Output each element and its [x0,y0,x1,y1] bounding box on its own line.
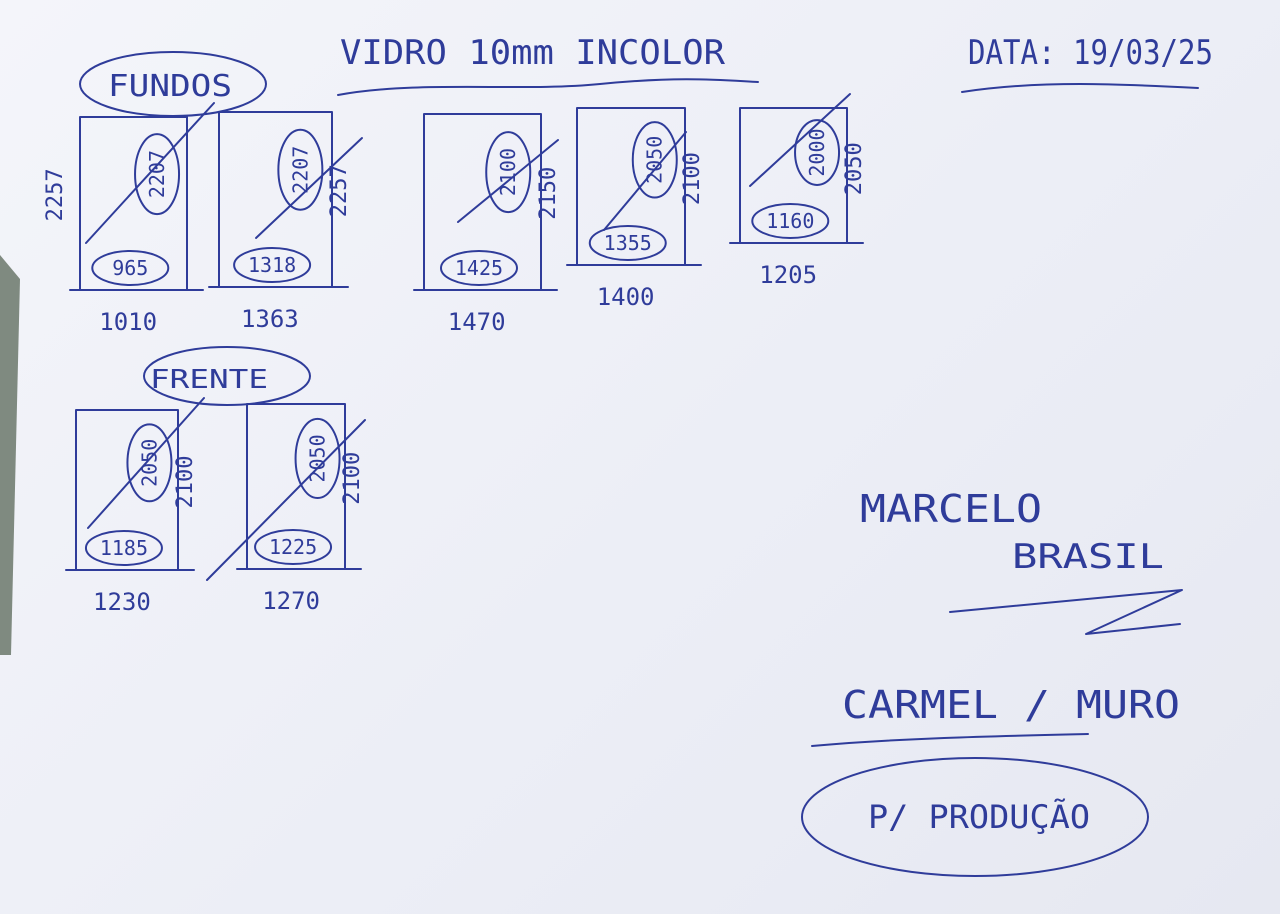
section-label-frente: FRENTE [143,346,311,406]
inner-height-oval [294,417,341,500]
glass-panel: 2207 965 2257 1010 [43,102,215,336]
outer-width-value: 1230 [93,588,151,616]
section-label-text: FRENTE [150,365,268,395]
inner-height-oval [631,121,678,199]
inner-width-value: 1160 [766,209,814,233]
inner-height-oval [485,131,532,214]
inner-height-value: 2050 [137,439,161,487]
inner-width-value: 1318 [248,253,296,277]
glass-panel: 2207 1318 2257 1363 [208,111,363,333]
inner-height-value: 2050 [306,434,330,482]
panel-strike-line [255,137,363,239]
inner-width-value: 1185 [100,536,148,560]
outer-height-value: 2257 [43,168,68,221]
glass-panel: 2050 1185 2100 1230 [65,397,205,616]
outer-width-value: 1400 [597,283,655,311]
inner-width-oval [751,203,830,239]
inner-width-oval [588,225,667,261]
signature-scribble [949,589,1183,635]
inner-width-oval [84,530,163,566]
inner-height-value: 2050 [643,136,667,184]
inner-height-value: 2207 [145,150,169,198]
signature-last-name: BRASIL [1012,537,1164,577]
production-stamp: P/ PRODUÇÃO [801,757,1149,877]
panel-strike-line [603,131,687,231]
panel-strike-line [87,397,205,529]
outer-height-value: 2150 [536,167,561,220]
inner-height-oval [277,128,324,211]
date-underline [961,83,1199,93]
outer-height-value: 2100 [680,152,705,205]
glass-panel: 2050 1355 2100 1400 [566,107,705,311]
panel-strike-line [85,102,215,244]
outer-height-value: 2100 [173,456,198,509]
glass-panel: 2050 1225 2100 1270 [206,403,366,615]
outer-width-value: 1470 [448,308,506,336]
inner-width-value: 1425 [455,256,503,280]
inner-height-value: 2207 [288,146,312,194]
inner-width-value: 1355 [604,231,652,255]
outer-height-value: 2050 [842,142,867,195]
date-label: DATA: 19/03/25 [968,33,1213,73]
signature-first-name: MARCELO [860,487,1042,531]
inner-width-oval [233,247,312,283]
inner-width-oval [254,529,333,565]
panels-layer: 2207965225710102207131822571363210014252… [43,93,867,616]
section-label-text: FUNDOS [108,69,232,104]
section-label-fundos: FUNDOS [79,51,267,117]
outer-height-value: 2257 [327,164,352,217]
glass-panel: 2000 1160 2050 1205 [729,93,867,289]
header-title: VIDRO 10mm INCOLOR [340,33,726,73]
panel-strike-line [749,93,851,187]
outer-width-value: 1010 [99,308,157,336]
outer-height-value: 2100 [340,452,365,505]
inner-height-oval [134,133,181,216]
inner-width-value: 1225 [269,535,317,559]
inner-height-oval [126,423,173,503]
outer-width-value: 1363 [241,305,299,333]
glass-panel: 2100 1425 2150 1470 [413,113,561,336]
inner-width-oval [91,250,170,286]
inner-width-value: 965 [112,256,148,280]
inner-height-value: 2000 [805,128,829,176]
stamp-text: P/ PRODUÇÃO [868,798,1090,836]
client-underline [811,733,1089,747]
client-name: CARMEL / MURO [842,683,1180,727]
panel-strike-line [457,139,559,223]
inner-height-oval [794,119,841,186]
title-underline [337,78,759,96]
signature: MARCELO BRASIL [860,487,1183,635]
inner-height-value: 2100 [496,148,520,196]
inner-width-oval [439,250,518,286]
outer-width-value: 1205 [759,261,817,289]
outer-width-value: 1270 [262,587,320,615]
